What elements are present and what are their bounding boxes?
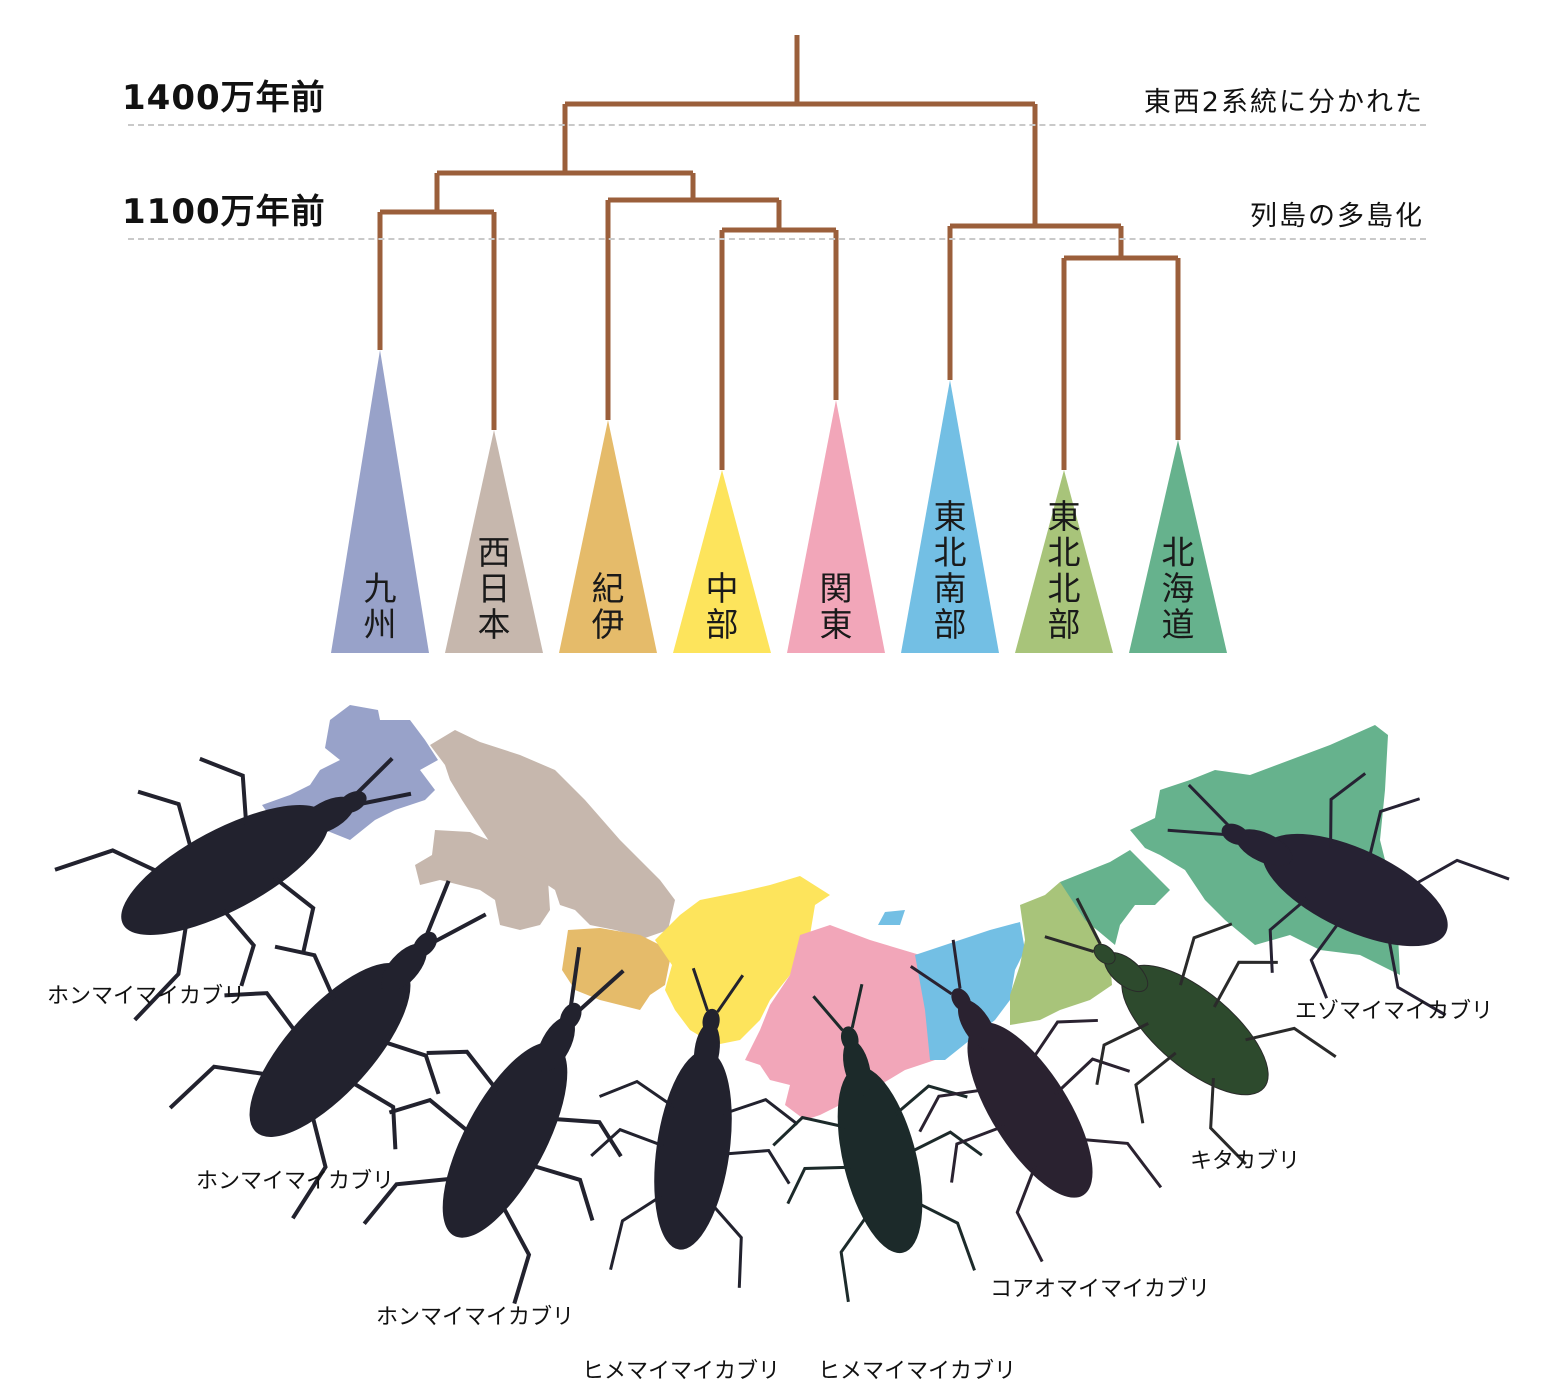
map-region-kanto-island bbox=[878, 910, 905, 925]
clade-label-chubu: 中部 bbox=[705, 569, 739, 644]
clade-label-kyushu: 九州 bbox=[363, 569, 397, 644]
era-note-archipelago: 列島の多島化 bbox=[1250, 201, 1424, 232]
clade-label-tohoku_n: 東北北部 bbox=[1047, 497, 1081, 644]
clade-label-kanto: 関東 bbox=[819, 569, 853, 644]
clade-triangle-nishinihon bbox=[445, 430, 543, 653]
era-label-11ma: 1100万年前 bbox=[122, 192, 326, 232]
species-label-3: ホンマイマイカブリ bbox=[376, 1305, 575, 1330]
map-region-chubu bbox=[655, 876, 830, 1045]
species-label-8: エゾマイマイカブリ bbox=[1295, 999, 1494, 1024]
tree-branches bbox=[377, 35, 1181, 470]
era-line-11ma bbox=[128, 238, 1426, 240]
clade-triangles bbox=[331, 350, 1227, 653]
clade-triangle-kanto bbox=[787, 400, 885, 653]
map-region-tohoku-south bbox=[915, 922, 1025, 1060]
beetle-himemaimaikaburi-1 bbox=[590, 967, 799, 1288]
clade-label-hokkaido: 北海道 bbox=[1161, 533, 1195, 644]
clade-label-kii: 紀伊 bbox=[591, 569, 625, 644]
clade-triangle-hokkaido bbox=[1129, 440, 1227, 653]
clade-triangle-chubu bbox=[673, 470, 771, 653]
clade-label-nishinihon: 西日本 bbox=[477, 533, 511, 644]
clade-triangle-tohoku_s bbox=[901, 380, 999, 653]
species-label-4: ヒメマイマイカブリ bbox=[582, 1359, 781, 1384]
species-label-5: ヒメマイマイカブリ bbox=[818, 1359, 1017, 1384]
era-label-14ma: 1400万年前 bbox=[122, 78, 326, 118]
clade-triangle-kii bbox=[559, 420, 657, 653]
beetle-honmaimaikaburi-1 bbox=[54, 756, 412, 1022]
clade-triangle-kyushu bbox=[331, 350, 429, 653]
japan-map bbox=[262, 705, 1400, 1120]
species-label-7: キタカブリ bbox=[1190, 1149, 1301, 1174]
species-label-6: コアオマイマイカブリ bbox=[990, 1277, 1211, 1302]
species-label-1: ホンマイマイカブリ bbox=[47, 984, 246, 1009]
species-label-2: ホンマイマイカブリ bbox=[196, 1169, 395, 1194]
beetle-kitakaburi bbox=[1044, 897, 1337, 1166]
map-region-nishinihon bbox=[430, 730, 675, 938]
clade-triangle-tohoku_n bbox=[1015, 470, 1113, 653]
beetle-group bbox=[54, 756, 1510, 1305]
beetle-ezomaimaikaburi bbox=[1167, 772, 1510, 1017]
beetle-himemaimaikaburi-2 bbox=[772, 983, 983, 1303]
map-region-kanto bbox=[745, 925, 935, 1120]
map-region-nishinihon-shikoku bbox=[415, 830, 550, 930]
era-line-14ma bbox=[128, 124, 1426, 126]
clade-label-tohoku_s: 東北南部 bbox=[933, 497, 967, 644]
map-region-kii bbox=[562, 928, 670, 1010]
beetle-koaomaimaikaburi bbox=[909, 939, 1163, 1263]
era-note-east-west-split: 東西2系統に分かれた bbox=[1143, 87, 1424, 118]
beetle-honmaimaikaburi-3 bbox=[362, 946, 625, 1305]
beetle-honmaimaikaburi-2 bbox=[168, 880, 487, 1220]
